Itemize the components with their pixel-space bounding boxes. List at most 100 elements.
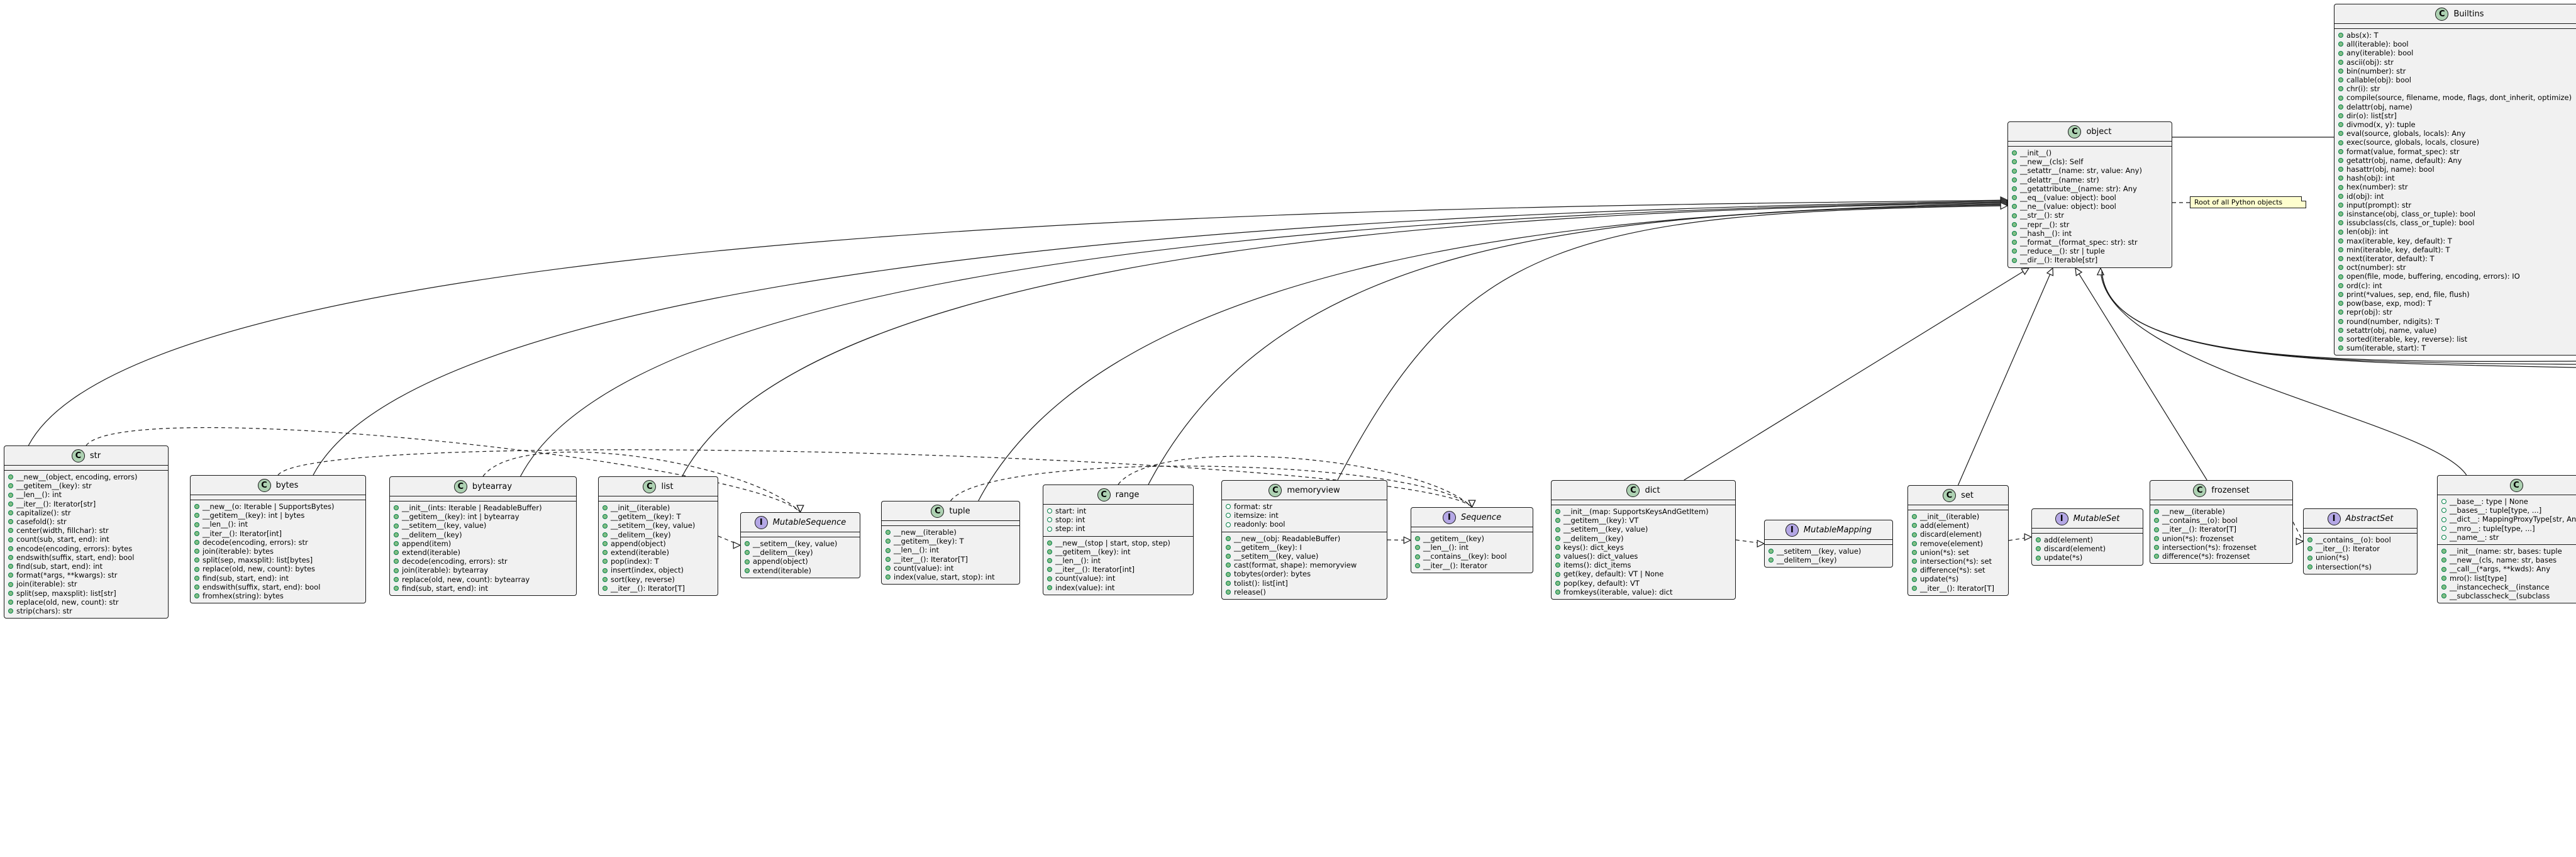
field-text: readonly: bool: [1234, 520, 1285, 529]
visibility-public-icon: [8, 501, 13, 507]
class-icon: C: [931, 504, 945, 518]
method-row: __new__(cls): Self: [2012, 157, 2168, 166]
visibility-public-icon: [602, 568, 608, 573]
method-text: __delattr__(name: str): [2020, 175, 2099, 184]
method-row: dir(o): list[str]: [2338, 111, 2576, 120]
method-text: __new__(obj: ReadableBuffer): [1234, 534, 1341, 543]
method-text: __getitem__(key): T: [611, 512, 681, 522]
class-icon: C: [2509, 478, 2523, 492]
method-text: __contains__(o): bool: [2162, 516, 2238, 525]
visibility-public-icon: [1047, 540, 1052, 546]
inherits-edge-bytes: [313, 200, 2008, 476]
visibility-public-icon: [745, 550, 750, 556]
method-text: min(iterable, key, default): T: [2346, 245, 2450, 254]
methods-section: __setitem__(key, value)__delitem__(key): [1765, 544, 1892, 567]
method-text: __iter__(): Iterator[str]: [16, 499, 96, 508]
method-row: pop(key, default): VT: [1555, 579, 1731, 588]
fields-section: [2334, 24, 2576, 28]
method-row: replace(old, new, count): str: [8, 598, 164, 607]
method-text: __getitem__(key): I: [1234, 542, 1302, 552]
method-row: __setitem__(key, value): [394, 521, 572, 530]
note-text: Root of all Python objects: [2194, 198, 2283, 206]
method-text: replace(old, new, count): str: [16, 597, 119, 607]
visibility-public-icon: [2154, 518, 2159, 524]
method-row: __new__(obj: ReadableBuffer): [1226, 534, 1383, 543]
class-icon: C: [453, 479, 467, 493]
method-text: __dir__(): Iterable[str]: [2020, 255, 2098, 265]
method-text: __iter__(): Iterator: [2316, 544, 2380, 554]
visibility-public-icon: [194, 557, 199, 563]
visibility-public-icon: [1912, 585, 1917, 591]
method-text: endswith(suffix, start, end): bool: [203, 582, 321, 591]
method-row: count(sub, start, end): int: [8, 535, 164, 544]
method-text: repr(obj): str: [2346, 308, 2392, 317]
method-row: bin(number): str: [2338, 67, 2576, 76]
method-text: insert(index, object): [611, 566, 684, 575]
method-row: pop(index): T: [602, 557, 714, 566]
method-row: any(iterable): bool: [2338, 48, 2576, 57]
methods-section: __new__(stop | start, stop, step)__getit…: [1043, 535, 1193, 595]
visibility-public-icon: [2441, 517, 2446, 522]
method-text: __new__(o: Iterable | SupportsBytes): [203, 502, 335, 511]
class-name: memoryview: [1287, 485, 1340, 495]
method-text: add(element): [2044, 535, 2094, 544]
visibility-public-icon: [1226, 513, 1231, 518]
fields-section: [1908, 505, 2008, 510]
visibility-public-icon: [1415, 545, 1420, 551]
class-header: C: [2438, 476, 2576, 495]
method-text: __new__(iterable): [2162, 507, 2225, 516]
visibility-public-icon: [2338, 42, 2343, 47]
method-row: repr(obj): str: [2338, 308, 2576, 316]
visibility-public-icon: [2441, 593, 2446, 599]
method-row: intersection(*s): [2307, 563, 2413, 571]
fields-section: [882, 521, 1019, 525]
field-text: itemsize: int: [1234, 511, 1279, 520]
method-text: id(obj): int: [2346, 191, 2384, 201]
method-text: __iter__(): Iterator: [1423, 561, 1488, 570]
method-text: remove(element): [1920, 539, 1984, 548]
visibility-public-icon: [1555, 571, 1560, 577]
method-row: __dir__(): Iterable[str]: [2012, 255, 2168, 264]
method-row: __delattr__(name: str): [2012, 176, 2168, 184]
visibility-public-icon: [2338, 157, 2343, 163]
method-row: decode(encoding, errors): str: [194, 538, 362, 547]
fields-section: [2032, 529, 2143, 533]
visibility-public-icon: [2338, 33, 2343, 38]
method-row: __eq__(value: object): bool: [2012, 193, 2168, 202]
visibility-public-icon: [1555, 589, 1560, 595]
visibility-public-icon: [602, 532, 608, 537]
interface-icon: I: [2055, 512, 2068, 525]
visibility-public-icon: [2338, 77, 2343, 83]
method-row: join(iterable): bytes: [194, 547, 362, 556]
visibility-public-icon: [2012, 257, 2017, 263]
visibility-public-icon: [2338, 104, 2343, 109]
method-text: callable(obj): bool: [2346, 76, 2411, 85]
visibility-public-icon: [2338, 337, 2343, 342]
method-text: __getitem__(key): int | bytes: [203, 511, 305, 520]
method-text: __ne__(value: object): bool: [2020, 202, 2116, 211]
method-text: issubclass(cls, class_or_tuple): bool: [2346, 218, 2475, 228]
visibility-public-icon: [1226, 554, 1231, 559]
field-row: __dict__: MappingProxyType[str, Any]: [2441, 515, 2576, 524]
method-text: sorted(iterable, key, reverse): list: [2346, 334, 2468, 344]
visibility-public-icon: [602, 514, 608, 520]
method-text: __setitem__(key, value): [1563, 525, 1648, 534]
class-box-type: C__base__: type | None__bases__: tuple[t…: [2437, 475, 2576, 604]
method-text: eval(source, globals, locals): Any: [2346, 129, 2466, 138]
fields-section: [2150, 500, 2292, 505]
method-row: pow(base, exp, mod): T: [2338, 299, 2576, 308]
visibility-public-icon: [2338, 247, 2343, 252]
field-text: __dict__: MappingProxyType[str, Any]: [2450, 515, 2576, 524]
visibility-public-icon: [8, 590, 13, 596]
method-row: add(element): [1912, 521, 2004, 530]
fields-section: [2304, 529, 2417, 533]
method-row: casefold(): str: [8, 517, 164, 526]
method-text: __iter__(): Iterator[int]: [1055, 565, 1135, 574]
